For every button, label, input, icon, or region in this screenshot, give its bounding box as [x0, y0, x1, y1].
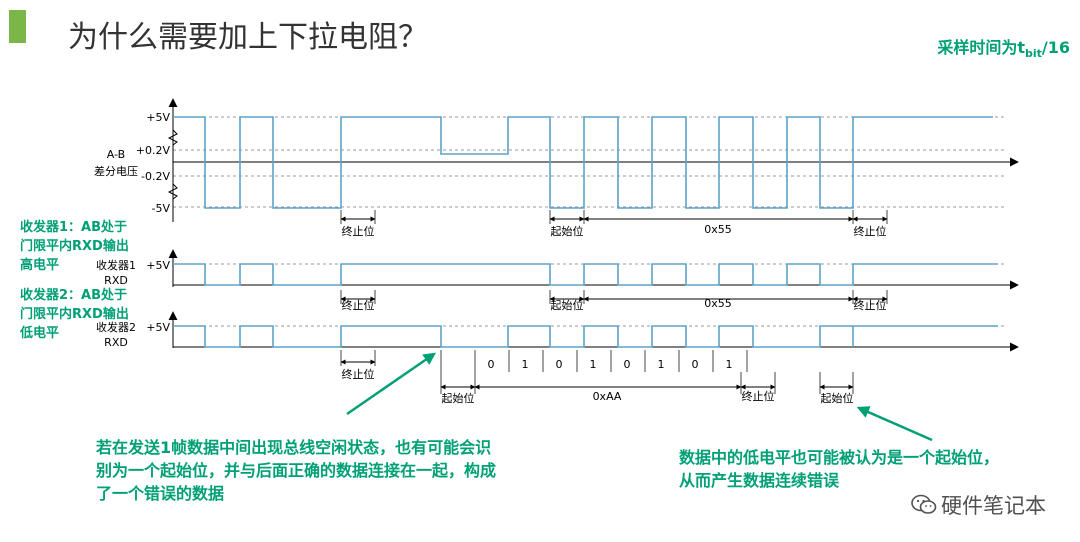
stop-bit-label: 终止位	[342, 298, 375, 312]
axis-break-mark	[167, 129, 178, 146]
ab-signal-label: A-B	[107, 148, 125, 161]
low-level-callout-line: 数据中的低电平也可能被认为是一个起始位，	[679, 448, 1000, 467]
receiver1-note-line: 收发器1：AB处于	[20, 220, 128, 235]
bit-value-label: 0	[692, 358, 699, 371]
wechat-icon	[911, 494, 937, 514]
stop-bit-label: 终止位	[742, 389, 775, 403]
bus-idle-callout: 若在发送1帧数据中间出现总线空闲状态，也有可能会识 别为一个起始位，并与后面正确…	[96, 436, 496, 505]
receiver1-note-line: 门限平内RXD输出	[20, 239, 129, 254]
stop-bit-label: 终止位	[342, 367, 375, 381]
axis-break-mark	[167, 183, 178, 200]
bit-value-label: 0	[488, 358, 495, 371]
sampling-note: 采样时间为tbit/16	[937, 34, 1070, 60]
rxd2-label: RXD	[104, 336, 128, 349]
stop-bit-label: 终止位	[854, 224, 887, 238]
receiver2-note-line: 收发器2：AB处于	[20, 288, 128, 303]
voltage-tick-label: +5V	[146, 111, 170, 124]
bus-idle-callout-line: 若在发送1帧数据中间出现总线空闲状态，也有可能会识	[96, 438, 492, 457]
bus-idle-callout-line: 了一个错误的数据	[96, 484, 225, 503]
ab-signal-label: 差分电压	[94, 164, 138, 178]
watermark-text: 硬件笔记本	[941, 494, 1046, 518]
voltage-tick-label: +0.2V	[136, 144, 171, 157]
receiver2-note-line: 低电平	[20, 326, 60, 341]
bit-value-label: 1	[726, 358, 733, 371]
rxd-level-label: +5V	[146, 321, 170, 334]
start-bit-label: 起始位	[442, 391, 475, 405]
sampling-note-suffix: /16	[1041, 38, 1070, 57]
byte-AA-label: 0xAA	[593, 390, 622, 403]
ab-waveform	[173, 116, 993, 209]
bus-idle-callout-line: 别为一个起始位，并与后面正确的数据连接在一起，构成	[96, 461, 497, 480]
rxd2-label: 收发器2	[96, 320, 136, 334]
bit-value-label: 1	[590, 358, 597, 371]
rxd2-waveform	[173, 325, 998, 348]
bus-idle-pointer-arrow	[346, 352, 437, 416]
rxd1-label: 收发器1	[96, 258, 136, 272]
start-bit-label: 起始位	[551, 298, 584, 312]
bit-value-label: 1	[658, 358, 665, 371]
low-level-callout-line: 从而产生数据连续错误	[679, 471, 840, 490]
page-title: 为什么需要加上下拉电阻？	[68, 20, 428, 55]
title-accent-bar	[9, 10, 26, 43]
rxd-level-label: +5V	[146, 259, 170, 272]
low-level-pointer-arrow	[856, 406, 933, 442]
watermark: 硬件笔记本	[911, 490, 1046, 520]
rxd1-waveform	[173, 263, 998, 286]
rxd1-label: RXD	[104, 274, 128, 287]
sampling-note-sub: bit	[1024, 47, 1042, 61]
start-bit-label: 起始位	[551, 224, 584, 238]
byte-55-label: 0x55	[704, 297, 732, 310]
byte-55-label: 0x55	[704, 223, 732, 236]
receiver2-note: 收发器2：AB处于 门限平内RXD输出 低电平	[20, 286, 129, 343]
stop-bit-label: 终止位	[854, 298, 887, 312]
start-bit-label: 起始位	[821, 391, 854, 405]
bit-value-label: 0	[624, 358, 631, 371]
low-level-callout: 数据中的低电平也可能被认为是一个起始位， 从而产生数据连续错误	[679, 446, 999, 492]
sampling-note-prefix: 采样时间为t	[937, 38, 1025, 57]
bit-value-label: 1	[522, 358, 529, 371]
bit-value-label: 0	[556, 358, 563, 371]
voltage-tick-label: -0.2V	[141, 170, 170, 183]
voltage-tick-label: -5V	[152, 202, 171, 215]
receiver1-note-line: 高电平	[20, 258, 60, 273]
stop-bit-label: 终止位	[342, 224, 375, 238]
receiver2-note-line: 门限平内RXD输出	[20, 307, 129, 322]
receiver1-note: 收发器1：AB处于 门限平内RXD输出 高电平	[20, 218, 129, 275]
